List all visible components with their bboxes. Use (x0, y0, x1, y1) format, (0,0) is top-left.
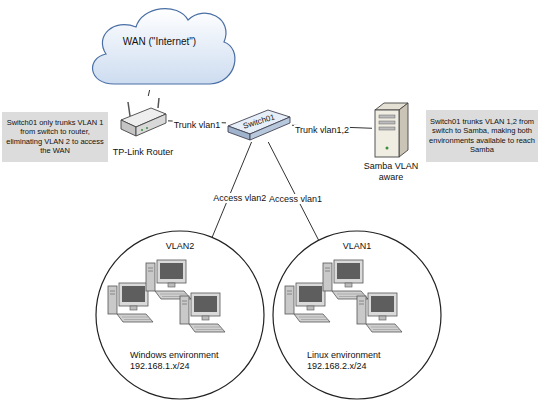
network-link (268, 142, 318, 240)
windows-computer (146, 260, 191, 299)
edge-label: Trunk vlan1 (173, 120, 222, 130)
edge-label: Access vlan2 (212, 193, 267, 203)
server-drive (379, 127, 395, 130)
note-text: Switch01 only trunks VLAN 1 from switch … (4, 118, 106, 156)
vlan-title: VLAN1 (272, 241, 442, 252)
router-antenna (128, 102, 130, 116)
router-led (141, 129, 143, 131)
device-label: Samba VLAN aware (354, 161, 428, 183)
router-front (121, 120, 136, 136)
vlan-boundary (96, 231, 264, 399)
server-led (386, 147, 389, 150)
cloud-label: WAN ("Internet") (82, 36, 237, 48)
vlan-circle: VLAN2Windows environment 192.168.1.x/24 (95, 230, 265, 400)
wan-cloud: WAN ("Internet") (82, 0, 237, 90)
windows-computer (180, 293, 225, 332)
router-led (146, 127, 148, 129)
circle-outline (95, 230, 265, 400)
note-box: Switch01 trunks VLAN 1,2 from switch to … (426, 110, 538, 162)
vlan-title: VLAN2 (95, 241, 265, 252)
server-device: Samba VLAN aware (372, 100, 410, 158)
network-link (212, 142, 251, 237)
circle-outline (272, 230, 442, 400)
switch-device: Switch01 (226, 106, 292, 142)
edge-label: Trunk vlan1,2 (294, 125, 350, 135)
router-side (136, 114, 166, 136)
router-device: TP-Link Router (118, 96, 168, 144)
server-drive (379, 121, 395, 124)
windows-computer (108, 283, 153, 322)
server-front (375, 110, 399, 157)
server-drive (379, 115, 395, 118)
linux-computer (357, 293, 402, 332)
note-text: Switch01 trunks VLAN 1,2 from switch to … (428, 117, 536, 155)
vlan-boundary (273, 231, 441, 399)
vlan-detail: Windows environment 192.168.1.x/24 (130, 350, 243, 372)
device-label: TP-Link Router (106, 147, 180, 158)
edge-label: Access vlan1 (268, 194, 323, 204)
router-antenna (158, 98, 159, 108)
network-link (148, 90, 149, 96)
server-side (399, 103, 408, 157)
linux-computer (323, 260, 368, 299)
vlan-detail: Linux environment 192.168.2.x/24 (307, 350, 420, 372)
linux-computer (285, 283, 330, 322)
note-box: Switch01 only trunks VLAN 1 from switch … (2, 112, 108, 162)
server-icon (372, 100, 410, 158)
vlan-circle: VLAN1Linux environment 192.168.2.x/24 (272, 230, 442, 400)
connector-group (148, 90, 372, 240)
router-icon (118, 96, 168, 144)
